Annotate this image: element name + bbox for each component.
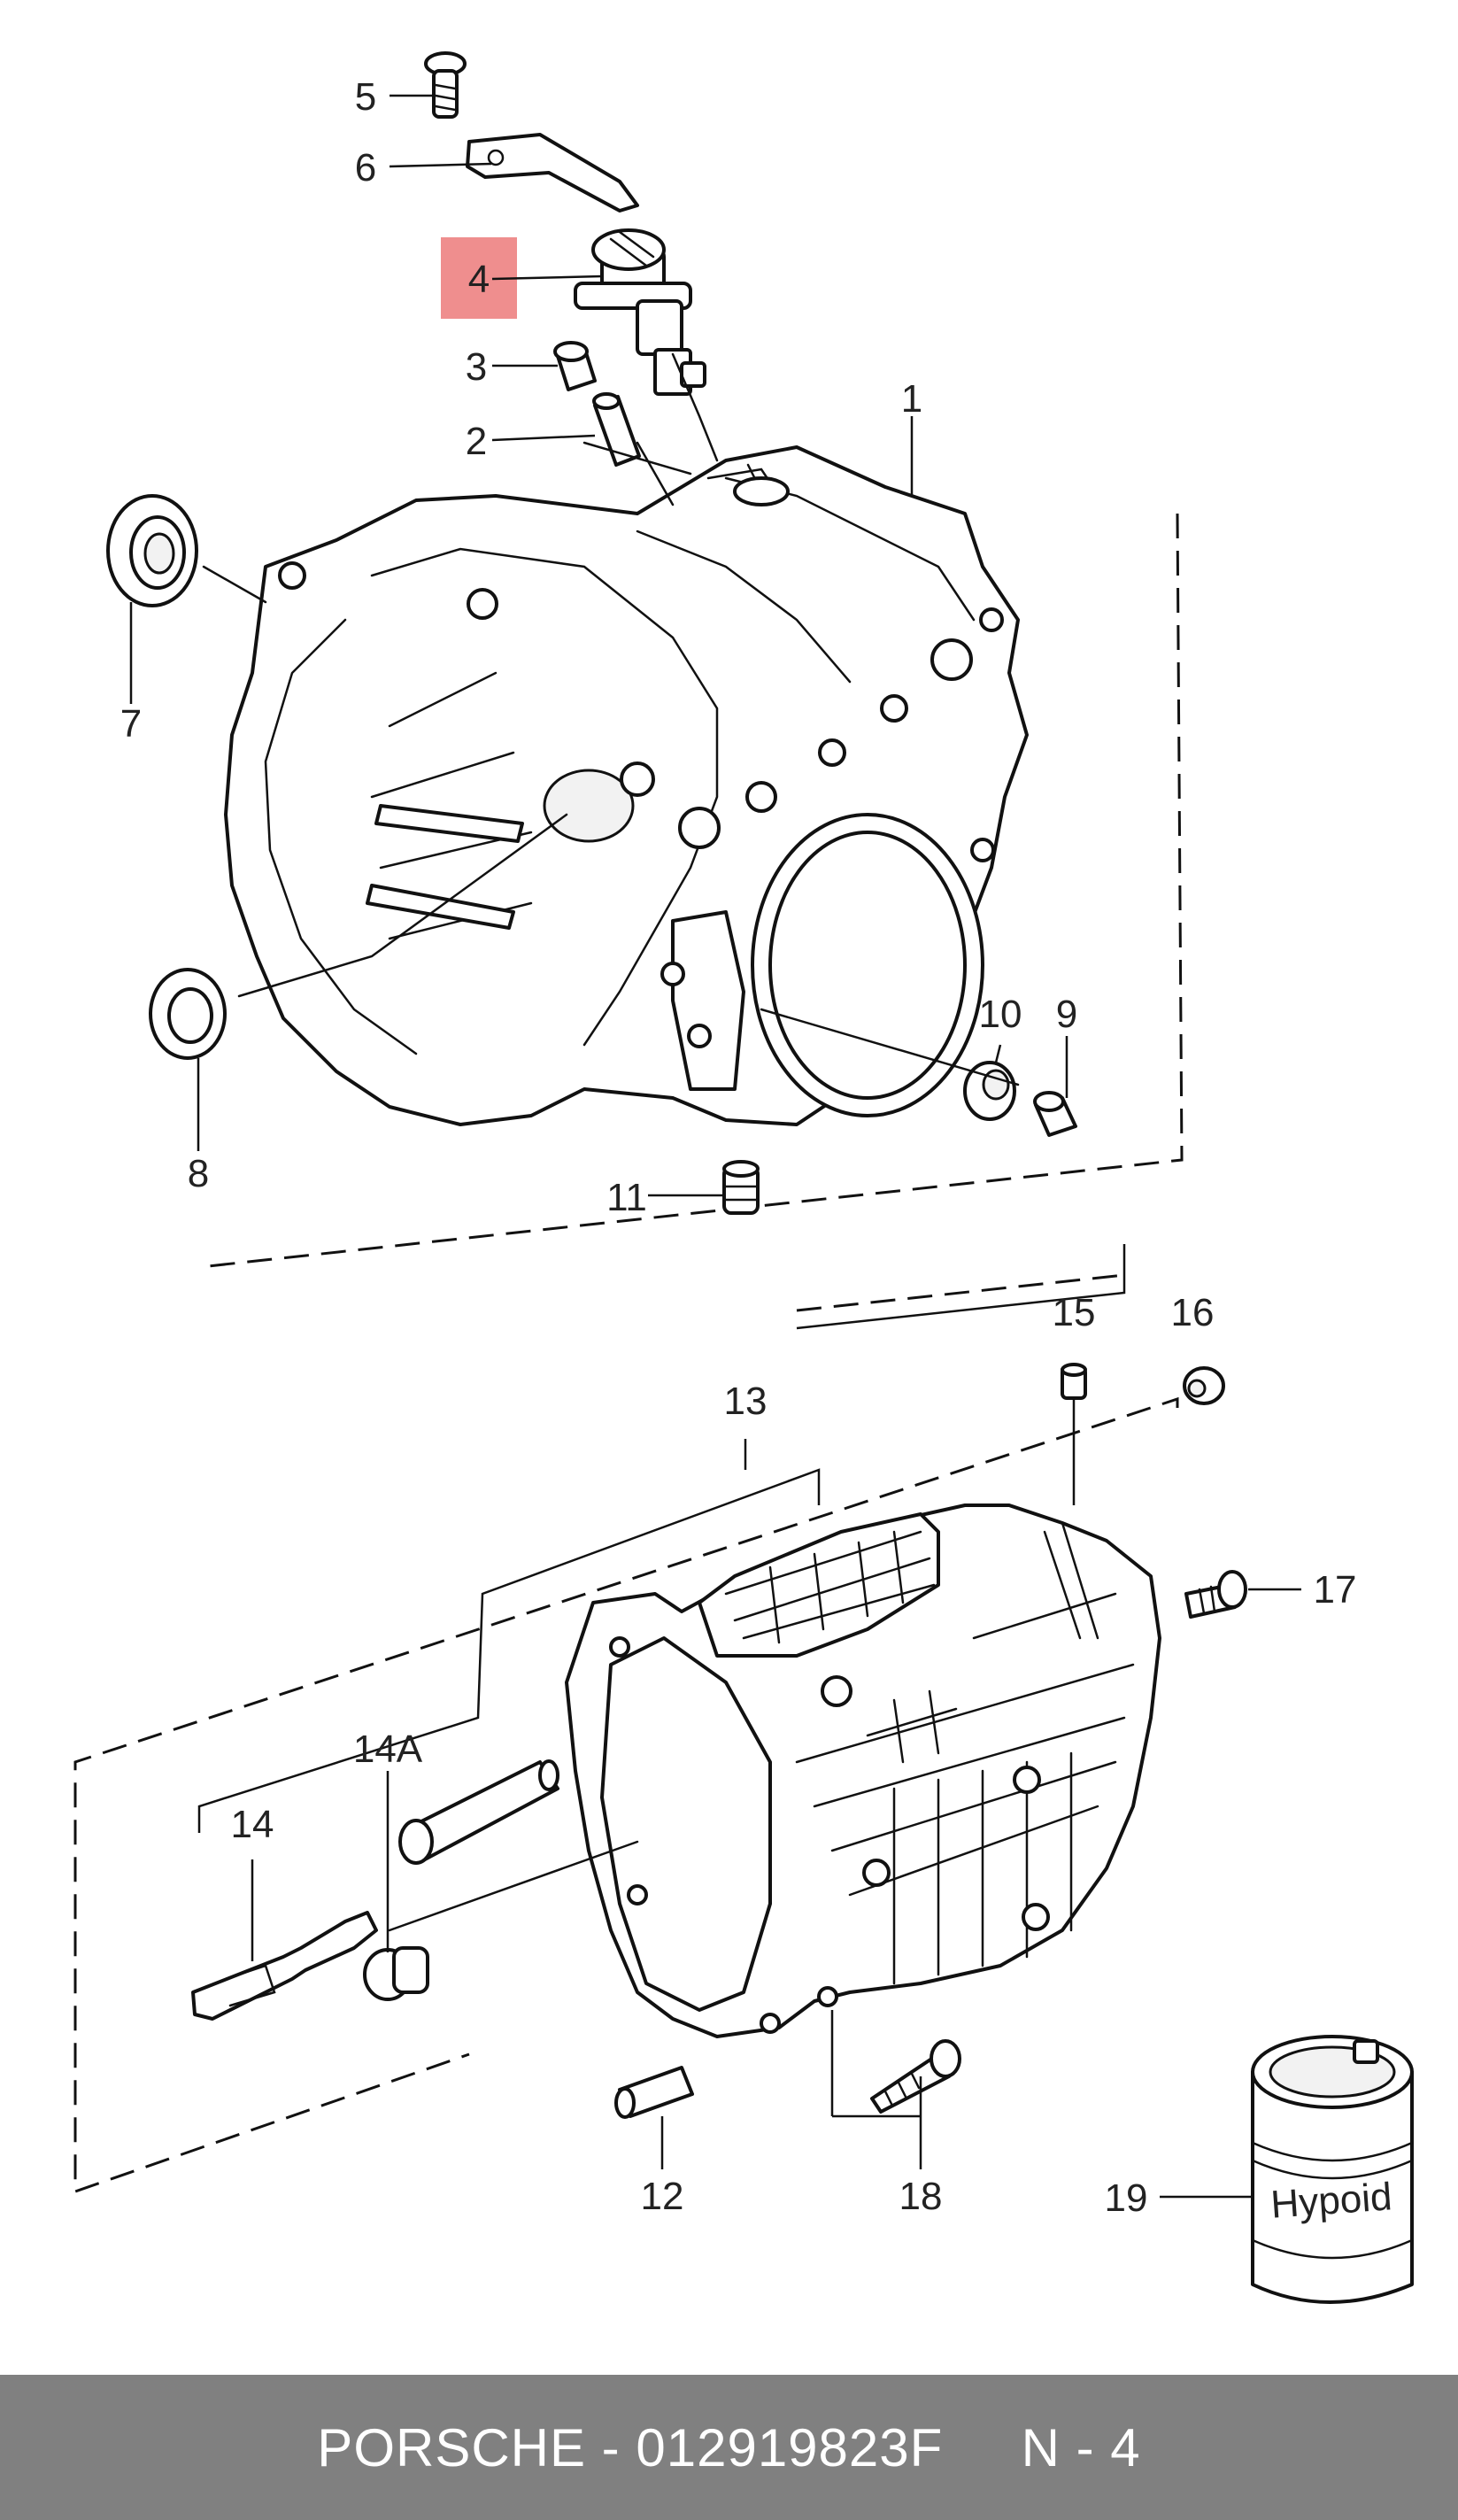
part-9-plug [1033,1091,1077,1137]
callout-18: 18 [899,2175,943,2218]
callout-8: 8 [188,1152,209,1195]
part-10-bushing [963,1061,1016,1121]
callout-14a: 14A [353,1728,423,1771]
parts-diagram: Hypoid 5 6 4 3 2 1 7 8 10 9 11 15 16 13 … [73,51,1414,2304]
part-6-bracket [466,133,639,213]
footer-bar: PORSCHE - 012919823F N - 4 [0,2375,1458,2520]
callout-7: 7 [120,702,142,746]
part-17-bolt [1184,1570,1301,1619]
part-18-screw [830,2010,961,2169]
part-12-pin [614,2066,694,2169]
part-4-switch [574,228,706,396]
part-1-clutch-housing [224,445,1029,1126]
callout-19: 19 [1105,2176,1148,2220]
callout-3: 3 [466,345,487,389]
part-2-pin [592,392,641,467]
part-14a-shaft [363,1759,559,2001]
upper-dashed-bracket [207,513,1184,1268]
callout-14: 14 [231,1803,274,1846]
callout-5: 5 [355,75,376,119]
part-5-bolt [424,51,467,119]
lower-dashed-bracket [73,1273,1179,2194]
part-14-fork [191,1840,639,2021]
callout-labels: 5 6 4 3 2 1 7 8 10 9 11 15 16 13 17 14A … [120,75,1357,2220]
part-16-nut [1183,1366,1225,1405]
callout-2: 2 [466,420,487,463]
callout-17: 17 [1314,1568,1357,1612]
part-number-caption: PORSCHE - 012919823F N - 4 [317,2417,1141,2477]
part-3-plug [553,341,597,391]
part-11-bushing [722,1160,760,1215]
part-7-seal [106,494,198,607]
callout-1: 1 [901,377,922,421]
callout-12: 12 [641,2175,684,2218]
callout-6: 6 [355,146,376,189]
callout-11: 11 [606,1176,647,1219]
callout-16: 16 [1171,1291,1215,1334]
part-15-plug [1061,1363,1087,1505]
callout-10: 10 [979,993,1022,1036]
part-13-transmission-case [565,1503,1161,2038]
drum-label: Hypoid [1269,2175,1393,2226]
part-19-oil-drum: Hypoid [1160,2035,1414,2304]
part-8-seal [149,968,227,1060]
upper-leader-lines [129,94,1068,1197]
callout-9: 9 [1056,993,1077,1036]
callout-13: 13 [724,1380,768,1423]
callout-4: 4 [468,258,490,301]
callout-15: 15 [1053,1291,1096,1334]
